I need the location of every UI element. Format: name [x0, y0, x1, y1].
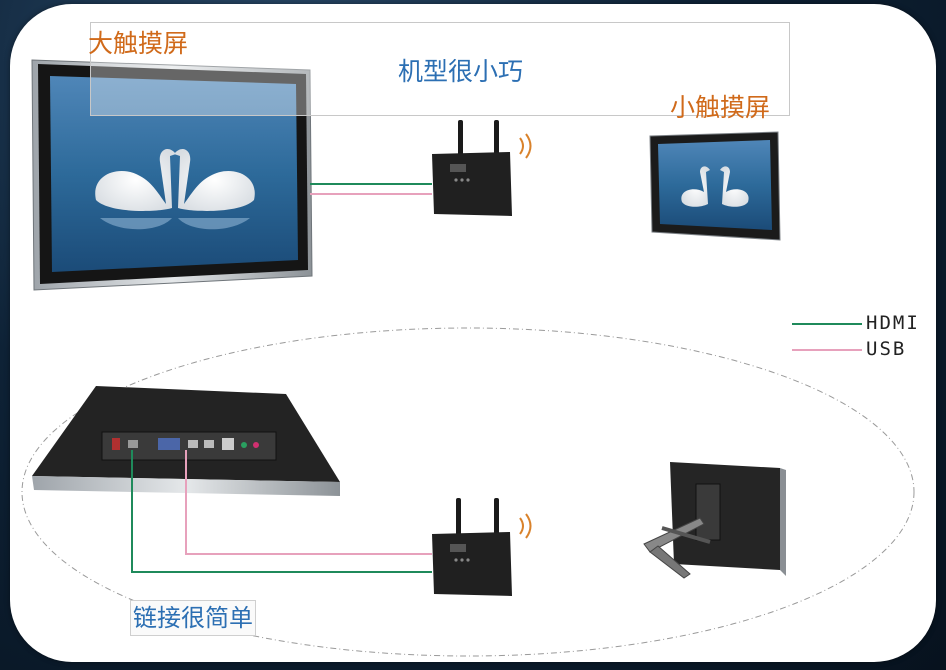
small-touch-screen: [649, 131, 781, 241]
swan-image: [95, 148, 255, 230]
usb-port-1: [188, 440, 198, 448]
title-box: [90, 22, 790, 116]
stand-mounted-screen: [643, 462, 786, 579]
audio-port: [241, 442, 247, 448]
vga-port: [158, 438, 180, 450]
bottom-usb-cable: [185, 450, 432, 555]
top-wireless-box: [432, 120, 532, 216]
hdmi-port: [128, 440, 138, 448]
large-screen-back: [32, 386, 340, 496]
bottom-wireless-box: [432, 498, 532, 596]
dashed-ellipse: [21, 327, 915, 657]
mic-port: [253, 442, 259, 448]
compact-size-label: 机型很小巧: [398, 57, 524, 86]
large-touch-screen: [31, 59, 313, 291]
legend-usb-label: USB: [866, 338, 907, 360]
small-screen-label: 小触摸屏: [670, 93, 771, 122]
simple-connection-label: 链接很简单: [130, 600, 256, 636]
usb-port-2: [204, 440, 214, 448]
legend-hdmi-label: HDMI: [866, 312, 920, 334]
power-port: [112, 438, 120, 450]
legend: [792, 323, 862, 351]
big-screen-label: 大触摸屏: [88, 29, 189, 58]
diagram-card: 大触摸屏 机型很小巧 小触摸屏 HDMI USB 链接很简单: [10, 4, 936, 662]
diagram-canvas: [21, 59, 915, 657]
lan-port: [222, 438, 234, 450]
bottom-hdmi-cable: [131, 450, 432, 573]
